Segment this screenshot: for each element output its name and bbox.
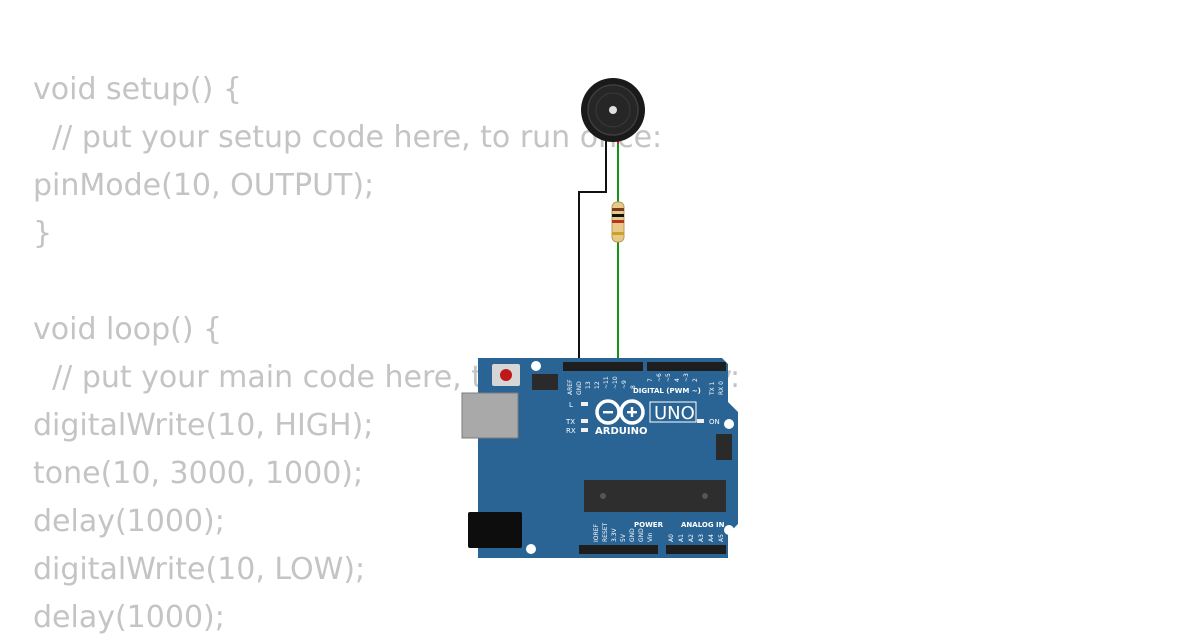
code-line: digitalWrite(10, HIGH); [33, 408, 374, 443]
power-pins-label: POWER [634, 521, 664, 529]
pin-label-gnd-b: GND [638, 528, 645, 542]
pin-label-5v: 5V [620, 533, 627, 542]
pin-label-ioref: IOREF [593, 524, 600, 542]
pin-label-gnd-a: GND [629, 528, 636, 542]
arduino-uno-board[interactable]: UNO ARDUINO DIGITAL (PWM ~) POWER ANALOG… [461, 358, 738, 558]
pin-labels: AREF GND 13 12 ~11 ~10 ~9 8 7 ~6 ~5 4 ~3… [567, 373, 725, 542]
code-line: delay(1000); [33, 600, 225, 635]
arduino-logo [595, 399, 645, 425]
status-leds [581, 402, 704, 432]
on-led-label: ON [709, 418, 720, 426]
pin-label-gnd: GND [576, 381, 583, 395]
pin-label-7: 7 [647, 378, 654, 382]
pin-label-a5: A5 [718, 534, 725, 542]
digital-pins-label: DIGITAL (PWM ~) [633, 387, 701, 395]
code-line: digitalWrite(10, LOW); [33, 552, 366, 587]
pin-label-a4: A4 [708, 534, 715, 542]
code-line: delay(1000); [33, 504, 225, 539]
pin-label-a3: A3 [698, 534, 705, 542]
pin-label-tx1: TX 1 [709, 381, 716, 396]
code-line: } [33, 216, 53, 251]
pin-label-aref: AREF [567, 379, 574, 395]
wires [578, 140, 619, 366]
board-brand-label: ARDUINO [595, 426, 647, 437]
digital-header-right[interactable] [647, 362, 726, 371]
pin-label-a1: A1 [678, 534, 685, 542]
code-line: tone(10, 3000, 1000); [33, 456, 364, 491]
pin-label-9: ~9 [621, 380, 628, 389]
pin-label-reset: RESET [602, 522, 609, 542]
pin-label-vin: Vin [647, 532, 654, 542]
ground-wire[interactable] [578, 140, 607, 366]
power-header[interactable] [579, 545, 658, 554]
resistor[interactable] [611, 201, 625, 243]
pin-label-13: 13 [585, 381, 592, 389]
pin-label-3v3: 3.3V [611, 527, 618, 542]
usb-port [461, 392, 519, 439]
pin-label-8: 8 [630, 385, 637, 389]
code-line: pinMode(10, OUTPUT); [33, 168, 375, 203]
pin-label-11: ~11 [603, 376, 610, 389]
pin-label-12: 12 [594, 381, 601, 389]
pin-label-6: ~6 [656, 373, 663, 382]
rx-led-label: RX [566, 427, 576, 435]
icsp-header [532, 374, 732, 460]
pin-label-2: 2 [692, 378, 699, 382]
l-led-label: L [569, 401, 573, 409]
pin-label-4: 4 [674, 378, 681, 382]
board-model-label: UNO [654, 403, 695, 424]
pin-label-a2: A2 [688, 534, 695, 542]
pin-label-3: ~3 [683, 373, 690, 382]
tx-led-label: TX [565, 418, 575, 426]
analog-header[interactable] [666, 545, 726, 554]
piezo-buzzer[interactable] [581, 78, 645, 144]
analog-pins-label: ANALOG IN [681, 521, 725, 529]
pin-label-10: ~10 [612, 376, 619, 389]
power-jack [468, 512, 522, 548]
pin-label-rx0: RX 0 [718, 381, 725, 395]
code-line: void loop() { [33, 312, 223, 347]
pin-label-a0: A0 [668, 534, 675, 542]
code-editor-text: void setup() { // put your setup code he… [33, 66, 740, 642]
digital-header-left[interactable] [563, 362, 643, 371]
code-line: void setup() { [33, 72, 242, 107]
pin-label-5: ~5 [665, 373, 672, 382]
